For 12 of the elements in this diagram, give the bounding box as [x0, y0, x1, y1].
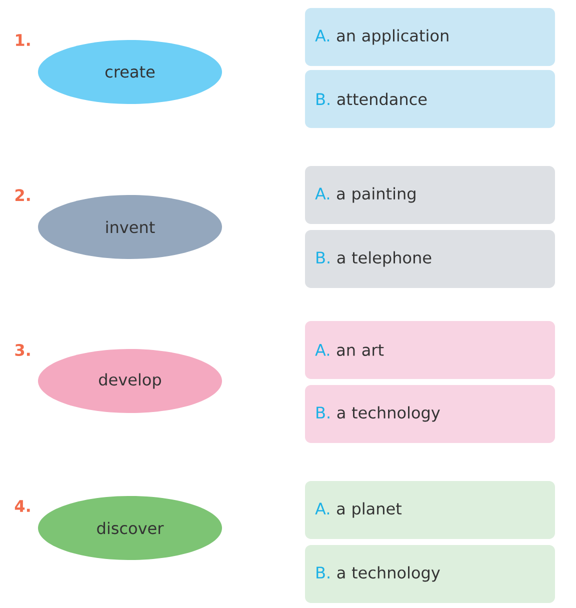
- answer-box: B. a technology: [305, 545, 555, 603]
- answer-box: A. a planet: [305, 481, 555, 539]
- number-label: 1.: [16, 34, 30, 46]
- answer-box: A. an application: [305, 8, 555, 66]
- answer-box: A. an art: [305, 321, 555, 379]
- number-label: 3.: [15, 344, 30, 356]
- answer-box: B. a telephone: [305, 230, 555, 288]
- number-label: 4.: [14, 500, 30, 512]
- answer-box: B. a technology: [305, 385, 555, 443]
- answer-box: B. attendance: [305, 70, 555, 128]
- number-label: 2.: [15, 189, 30, 201]
- answer-box: A. a painting: [305, 166, 555, 224]
